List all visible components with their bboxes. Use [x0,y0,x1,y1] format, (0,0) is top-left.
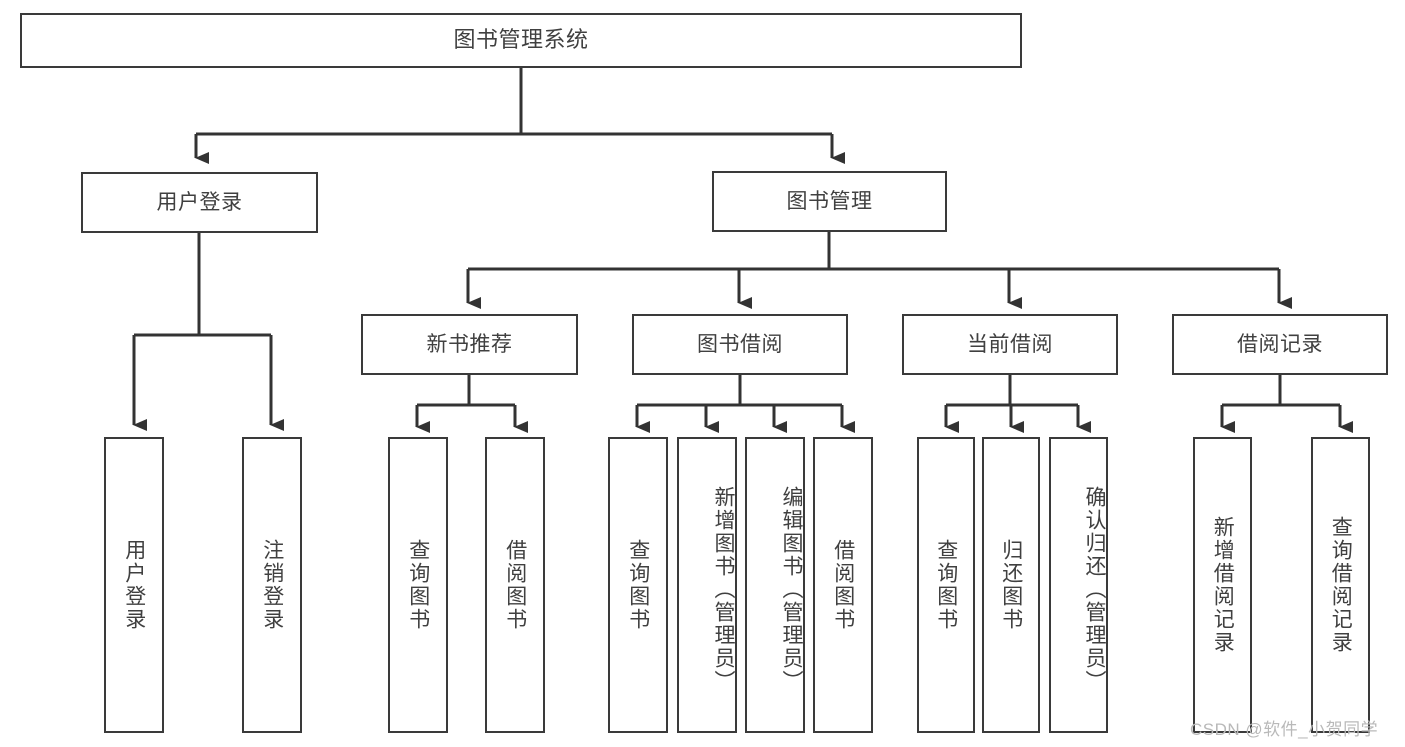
leaf-query-book-borrow[interactable]: 查询图书 [608,437,668,733]
node-root-system[interactable]: 图书管理系统 [20,13,1022,68]
node-new-book-recommend[interactable]: 新书推荐 [361,314,578,375]
leaf-confirm-return-admin[interactable]: 确认归还（管理员） [1049,437,1108,733]
leaf-query-book-recommend[interactable]: 查询图书 [388,437,448,733]
leaf-user-login[interactable]: 用户登录 [104,437,164,733]
node-book-borrow[interactable]: 图书借阅 [632,314,848,375]
node-current-borrow[interactable]: 当前借阅 [902,314,1118,375]
watermark-text: CSDN @软件_小贺同学 [1190,720,1379,739]
leaf-query-book-current[interactable]: 查询图书 [917,437,975,733]
leaf-logout-login[interactable]: 注销登录 [242,437,302,733]
leaf-return-book[interactable]: 归还图书 [982,437,1040,733]
leaf-add-book-admin[interactable]: 新增图书（管理员） [677,437,737,733]
leaf-add-borrow-record[interactable]: 新增借阅记录 [1193,437,1252,733]
leaf-edit-book-admin[interactable]: 编辑图书（管理员） [745,437,805,733]
leaf-query-borrow-record[interactable]: 查询借阅记录 [1311,437,1370,733]
node-user-login[interactable]: 用户登录 [81,172,318,233]
node-borrow-record[interactable]: 借阅记录 [1172,314,1388,375]
leaf-borrow-book-borrow[interactable]: 借阅图书 [813,437,873,733]
node-book-manage[interactable]: 图书管理 [712,171,947,232]
leaf-borrow-book-recommend[interactable]: 借阅图书 [485,437,545,733]
